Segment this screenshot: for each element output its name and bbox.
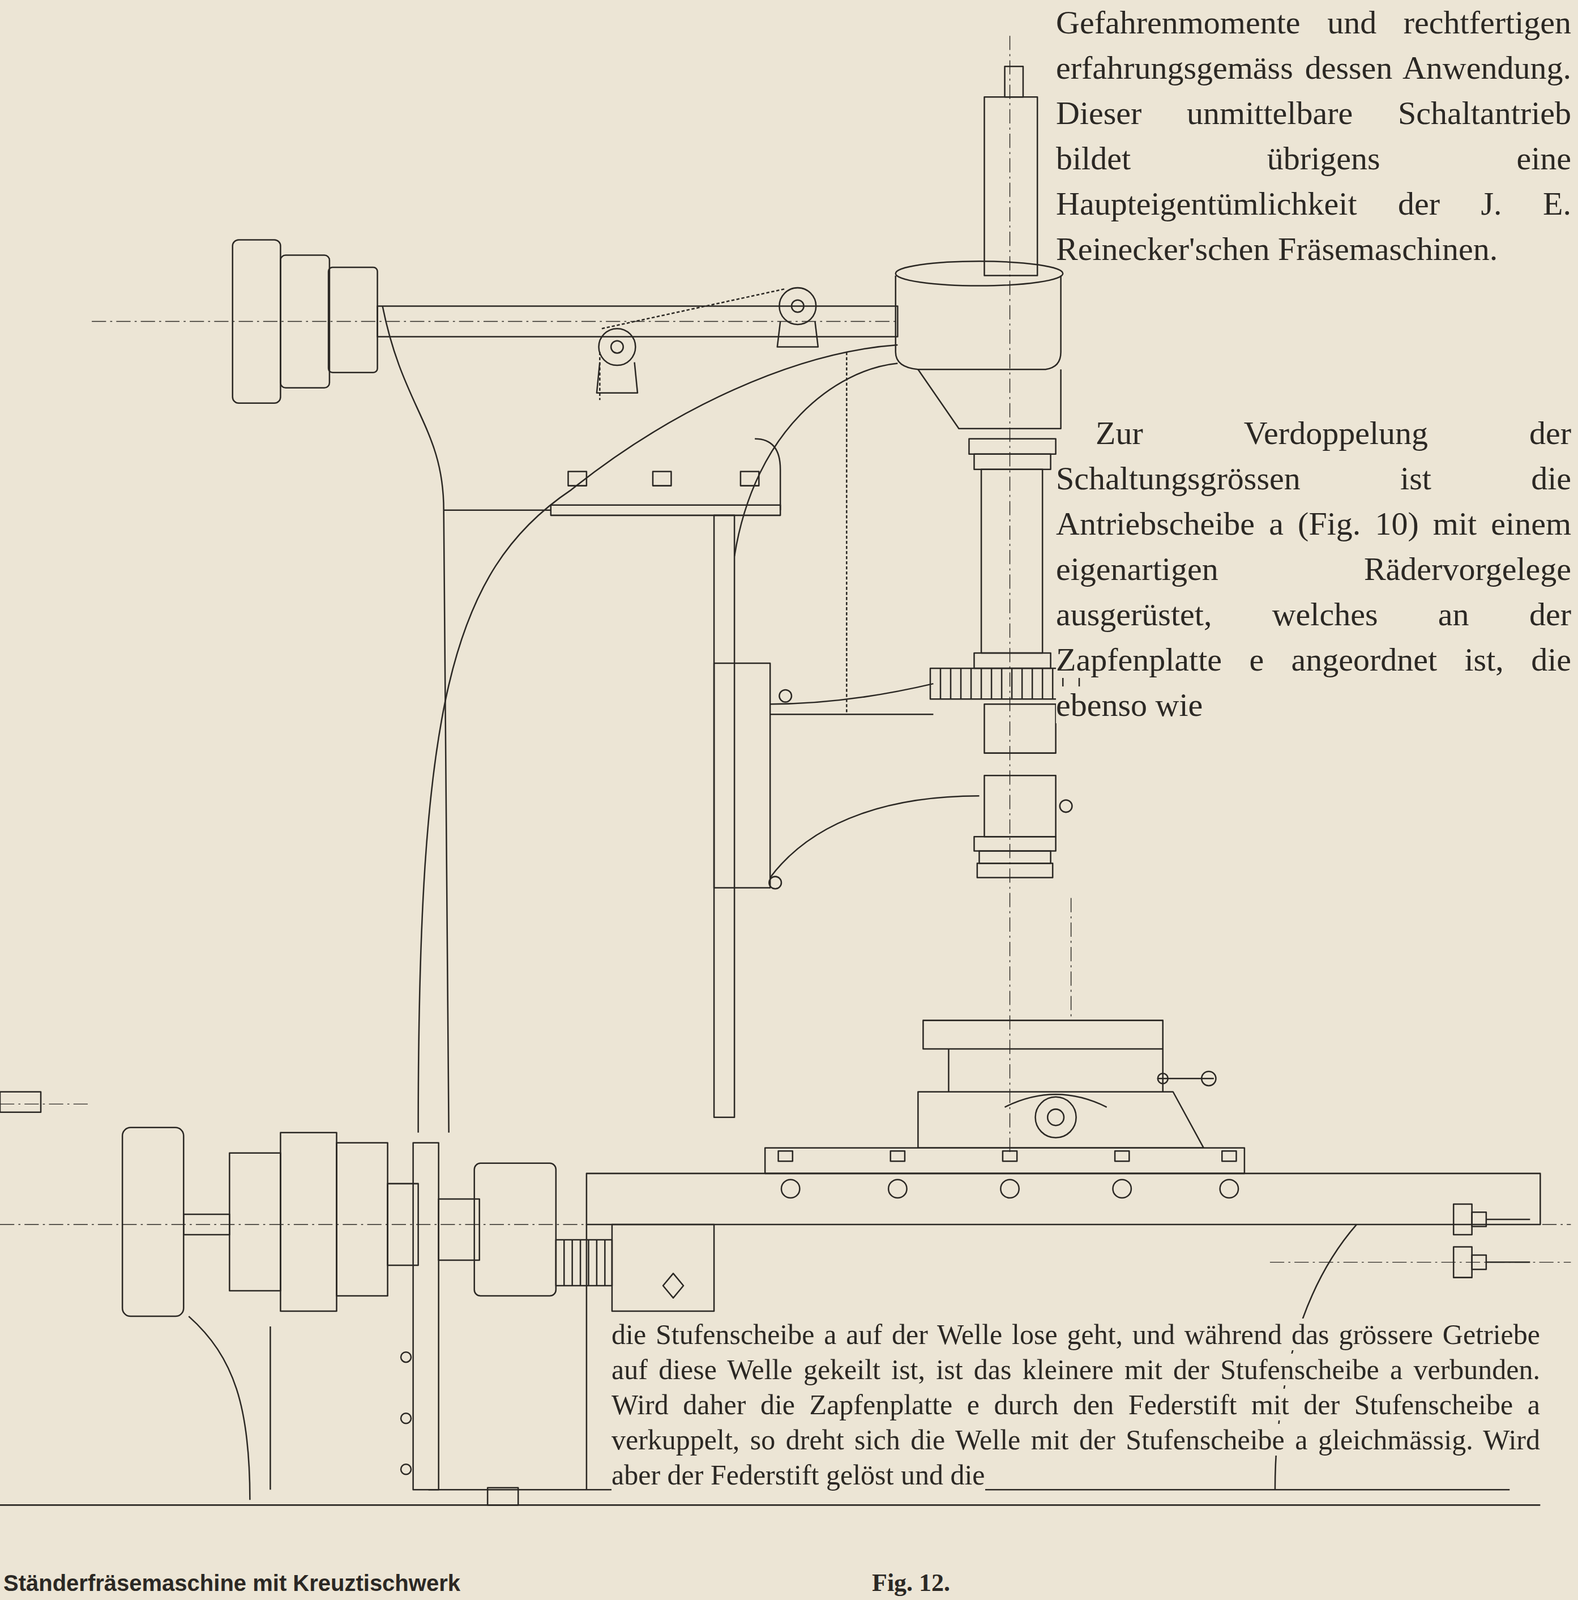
caption: Ständerfräsemaschine mit Kreuztischwerk [3,1570,461,1595]
figure-number: Fig. 12. [871,1568,951,1597]
body-text-box: Zur Verdoppelung der Schaltungsgrössen i… [1055,410,1572,728]
body-text-box: die Stufenscheibe a auf der Welle lose g… [611,1316,1541,1492]
body-text-box: Gefahrenmomente und rechtfertigen erfahr… [1055,0,1572,272]
body-text: Zur Verdoppelung der Schaltungsgrössen i… [1055,414,1572,724]
body-text: Gefahrenmomente und rechtfertigen erfahr… [1055,3,1572,268]
body-text: die Stufenscheibe a auf der Welle lose g… [611,1318,1541,1491]
figure-number-box: Fig. 12. [871,1568,1008,1597]
caption-box: Ständerfräsemaschine mit Kreuztischwerk [3,1569,570,1596]
